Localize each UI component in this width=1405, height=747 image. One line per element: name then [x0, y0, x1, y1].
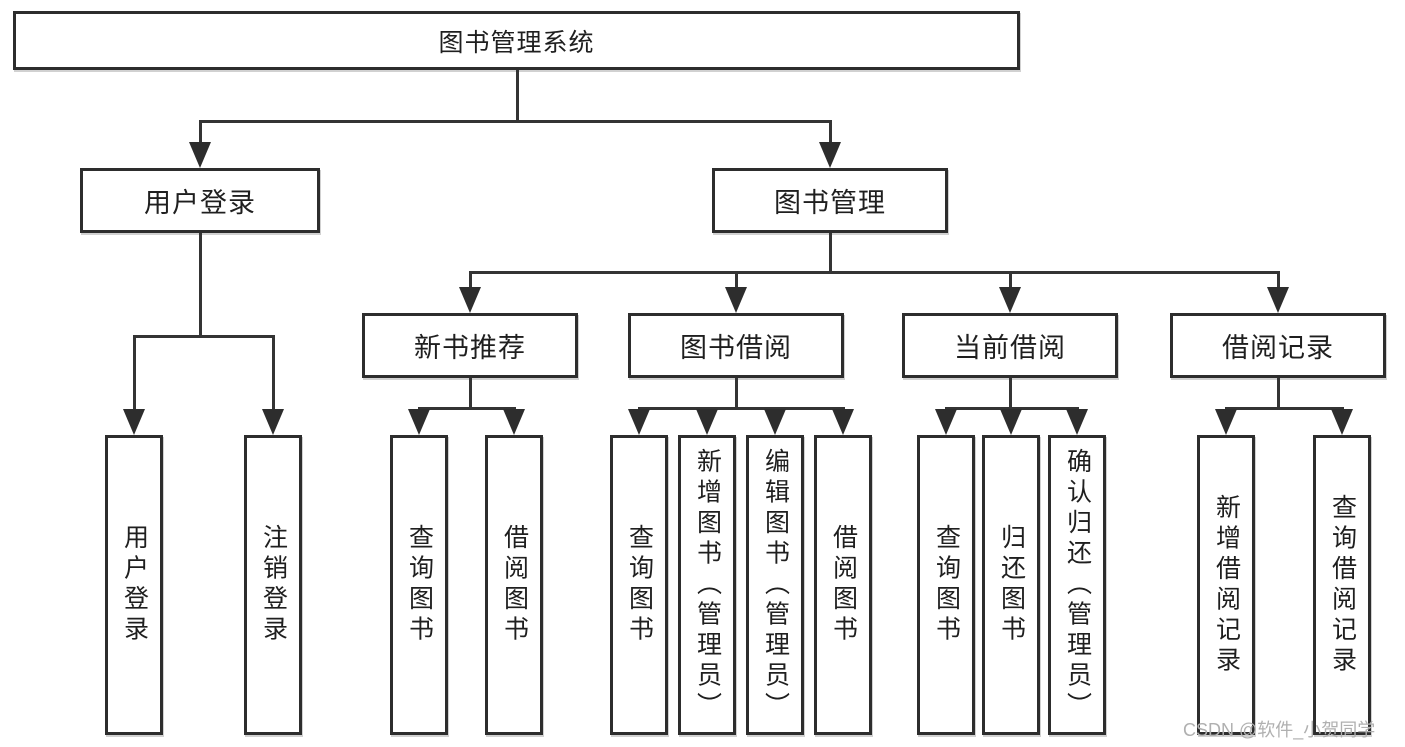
node-label: 新增借阅记录: [1212, 493, 1241, 677]
connector-line: [735, 378, 738, 410]
connector-line: [199, 120, 202, 146]
arrowhead-icon: [819, 142, 841, 168]
node-book-management-branch: 图书管理: [712, 168, 948, 233]
node-user-login-branch: 用户登录: [80, 168, 320, 233]
node-label: 图书借阅: [680, 333, 792, 363]
node-label: 借阅图书: [829, 524, 858, 646]
leaf-logout: 注销登录: [244, 435, 302, 735]
arrowhead-icon: [1267, 287, 1289, 313]
leaf-borrow-books-recommend: 借阅图书: [485, 435, 543, 735]
leaf-query-books-recommend: 查询图书: [390, 435, 448, 735]
connector-line: [516, 70, 519, 123]
node-label: 借阅记录: [1222, 333, 1334, 363]
csdn-watermark: CSDN @软件_小贺同学: [1183, 720, 1376, 740]
node-current-borrowing: 当前借阅: [902, 313, 1118, 378]
arrowhead-icon: [262, 409, 284, 435]
connector-line: [1009, 378, 1012, 410]
arrowhead-icon: [1331, 409, 1353, 435]
connector-line: [133, 335, 136, 411]
node-library-management-system: 图书管理系统: [13, 11, 1020, 70]
node-label: 新增图书（管理员）: [693, 447, 722, 723]
arrowhead-icon: [459, 287, 481, 313]
connector-line: [199, 120, 832, 123]
arrowhead-icon: [999, 287, 1021, 313]
arrowhead-icon: [1066, 409, 1088, 435]
arrowhead-icon: [189, 142, 211, 168]
connector-line: [1277, 271, 1280, 289]
arrowhead-icon: [628, 409, 650, 435]
node-label: 图书管理系统: [438, 28, 595, 57]
node-new-book-recommendation: 新书推荐: [362, 313, 578, 378]
node-label: 新书推荐: [414, 333, 526, 363]
leaf-add-books-admin: 新增图书（管理员）: [678, 435, 736, 735]
arrowhead-icon: [1000, 409, 1022, 435]
arrowhead-icon: [123, 409, 145, 435]
connector-line: [133, 335, 274, 338]
node-label: 借阅图书: [500, 524, 529, 646]
leaf-query-books-current: 查询图书: [917, 435, 975, 735]
node-label: 归还图书: [997, 524, 1026, 646]
connector-line: [1009, 271, 1012, 289]
node-label: 当前借阅: [954, 333, 1066, 363]
leaf-edit-books-admin: 编辑图书（管理员）: [746, 435, 804, 735]
leaf-query-borrow-record: 查询借阅记录: [1313, 435, 1371, 735]
node-label: 查询图书: [625, 524, 654, 646]
node-label: 用户登录: [120, 524, 149, 646]
connector-line: [735, 271, 738, 289]
node-book-borrowing: 图书借阅: [628, 313, 844, 378]
node-label: 查询图书: [405, 524, 434, 646]
leaf-confirm-return-admin: 确认归还（管理员）: [1048, 435, 1106, 735]
connector-line: [469, 271, 1279, 274]
arrowhead-icon: [503, 409, 525, 435]
arrowhead-icon: [408, 409, 430, 435]
arrowhead-icon: [935, 409, 957, 435]
node-label: 用户登录: [144, 188, 256, 218]
connector-line: [638, 407, 844, 410]
connector-line: [1225, 407, 1343, 410]
leaf-query-books-borrowing: 查询图书: [610, 435, 668, 735]
leaf-borrow-books-borrowing: 借阅图书: [814, 435, 872, 735]
leaf-add-borrow-record: 新增借阅记录: [1197, 435, 1255, 735]
connector-line: [418, 407, 515, 410]
connector-line: [469, 271, 472, 289]
connector-line: [272, 335, 275, 411]
node-label: 图书管理: [774, 188, 886, 218]
node-label: 编辑图书（管理员）: [761, 447, 790, 723]
connector-line: [199, 233, 202, 338]
arrowhead-icon: [1215, 409, 1237, 435]
connector-line: [469, 378, 472, 410]
connector-line: [829, 233, 832, 274]
leaf-user-login: 用户登录: [105, 435, 163, 735]
leaf-return-books: 归还图书: [982, 435, 1040, 735]
node-label: 确认归还（管理员）: [1063, 447, 1092, 723]
node-label: 查询图书: [932, 524, 961, 646]
connector-line: [1277, 378, 1280, 410]
arrowhead-icon: [725, 287, 747, 313]
arrowhead-icon: [832, 409, 854, 435]
node-label: 查询借阅记录: [1328, 493, 1357, 677]
arrowhead-icon: [764, 409, 786, 435]
connector-line: [829, 120, 832, 146]
node-label: 注销登录: [259, 524, 288, 646]
node-borrowing-records: 借阅记录: [1170, 313, 1386, 378]
arrowhead-icon: [696, 409, 718, 435]
